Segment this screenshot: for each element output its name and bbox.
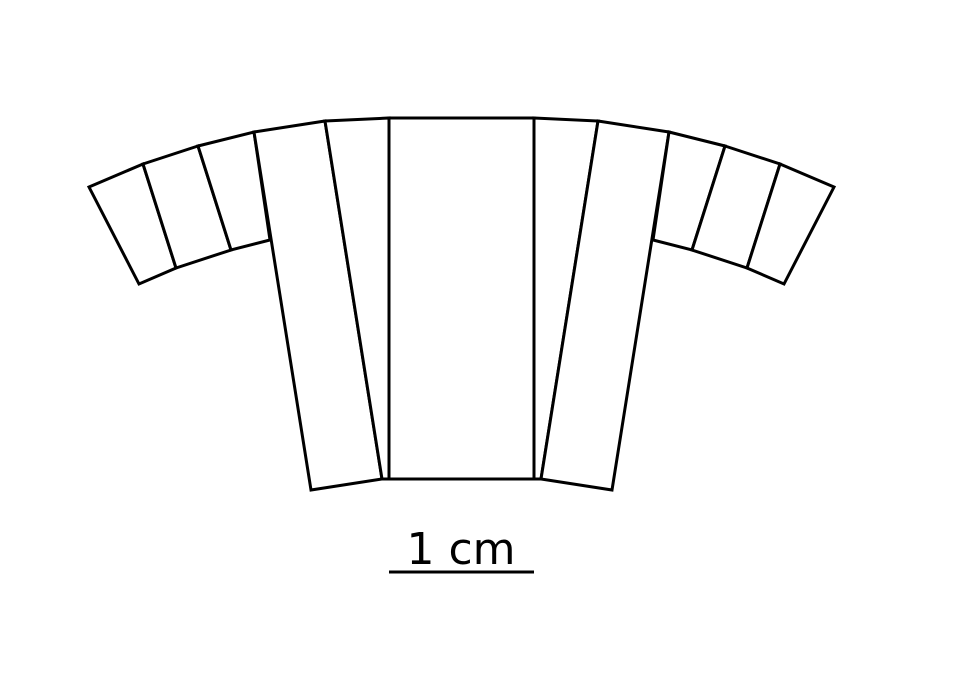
right-outer-segment-1 [745, 161, 837, 286]
scale-bar: 1 cm [389, 524, 534, 575]
left-arm [86, 130, 272, 286]
right-long-segments [532, 116, 671, 492]
right-long-segment-outer [539, 119, 671, 492]
scale-bar-label: 1 cm [406, 524, 515, 575]
left-long-segments [252, 116, 391, 492]
right-arm [651, 130, 837, 286]
center-segment [387, 116, 536, 481]
